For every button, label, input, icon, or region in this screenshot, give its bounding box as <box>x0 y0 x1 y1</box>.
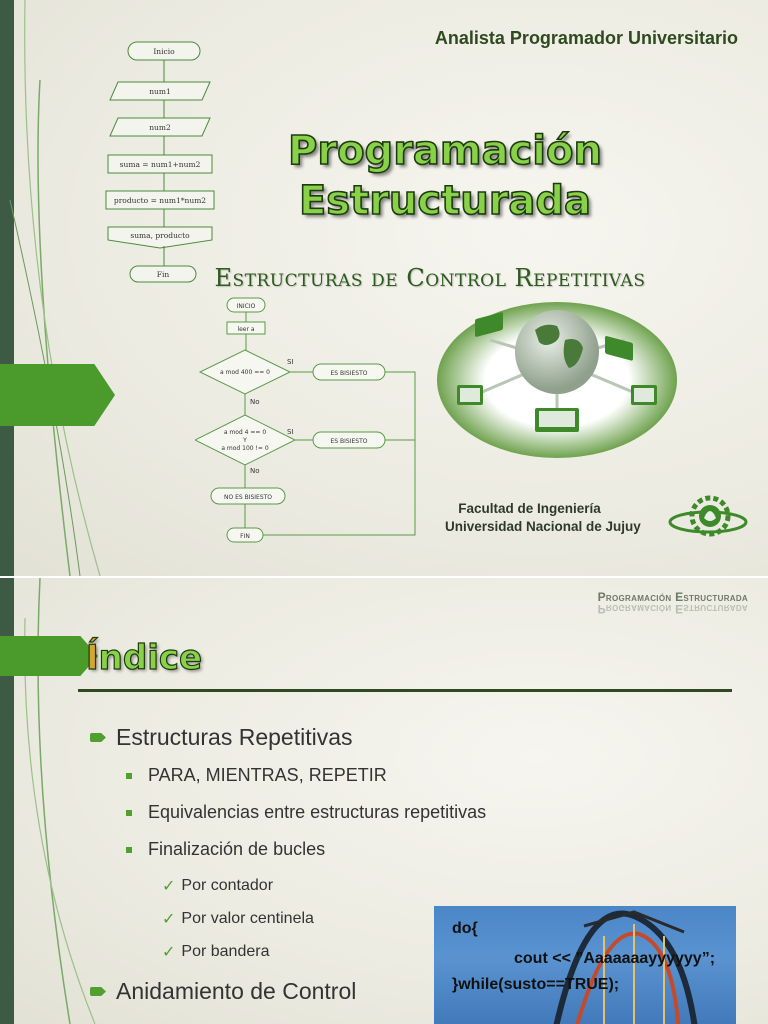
checkmark-icon: ✓ <box>162 944 176 961</box>
square-bullet-icon <box>126 846 132 853</box>
faculty-name: Facultad de Ingeniería <box>458 501 601 516</box>
flow2-res-yes1-text: ES BISIESTO <box>331 370 368 377</box>
flow1-op1-node <box>107 154 213 174</box>
checkmark-icon: ✓ <box>162 878 176 895</box>
flow2-yes2-label: SI <box>287 428 294 436</box>
index-slide: Programación Estructurada Programación E… <box>0 578 768 1024</box>
arrow-bullet-icon <box>90 733 106 742</box>
arrow-tab-accent <box>0 636 98 676</box>
title-underline <box>78 689 732 692</box>
list-item: Anidamiento de Control <box>90 978 356 1005</box>
list-item: ✓ Por contador <box>162 877 274 895</box>
code-line-3: }while(susto==TRUE); <box>452 976 620 993</box>
index-title-rest: ndice <box>98 637 203 678</box>
flow1-start-text: Inicio <box>153 47 175 56</box>
title-line-1: Programación <box>287 127 603 175</box>
sum-product-flowchart: Inicio num1 num2 suma = num1+num2 produc… <box>105 41 215 283</box>
slide-subtitle: Estructuras de Control Repetitivas <box>214 264 646 292</box>
flow2-res-no-node <box>210 487 286 505</box>
index-title-initial: Í <box>85 637 99 678</box>
program-name: Analista Programador Universitario <box>434 28 738 48</box>
list-item: Equivalencias entre estructuras repetiti… <box>126 802 486 823</box>
slide-footer-reflection: Programación Estructurada <box>597 602 748 616</box>
roller-coaster-code-image: do{ cout << ”Aaaaaaayyyyyy”; }while(sust… <box>434 906 736 1024</box>
faculty-info: Facultad de Ingeniería Universidad Nacio… <box>445 500 641 536</box>
flow2-yes1-label: SI <box>287 358 294 366</box>
index-title: Índice <box>85 637 203 678</box>
slide-title: Programación Estructurada <box>240 126 650 226</box>
flow1-op2-node <box>105 190 215 210</box>
flow2-end-text: FIN <box>240 533 250 540</box>
flow2-cond2a-text: a mod 4 == 0 <box>224 429 267 436</box>
globe-icon <box>515 310 599 394</box>
flow2-read-text: leer a <box>237 326 254 333</box>
flow2-no2-label: No <box>250 467 260 475</box>
flow1-end-node <box>129 265 197 283</box>
flow2-res-yes2-text: ES BISIESTO <box>331 438 368 445</box>
arrow-bullet-icon <box>90 987 106 996</box>
left-accent-bar <box>0 0 14 576</box>
list-item: ✓ Por bandera <box>162 943 270 961</box>
square-bullet-icon <box>126 809 132 816</box>
network-globe-illustration <box>437 302 677 458</box>
title-slide: Analista Programador Universitario Inici… <box>0 0 768 576</box>
flow2-no1-label: No <box>250 398 260 406</box>
flow1-output-text: suma, producto <box>130 231 190 240</box>
flow2-cond2c-text: a mod 100 != 0 <box>221 445 269 452</box>
list-item: ✓ Por valor centinela <box>162 910 314 928</box>
square-bullet-icon <box>126 772 132 779</box>
flow2-cond2b-text: Y <box>242 437 247 444</box>
decorative-curves <box>24 578 96 1024</box>
checkmark-icon: ✓ <box>162 911 176 928</box>
left-accent-bar <box>0 578 14 1024</box>
roller-coaster-icon <box>553 910 698 1024</box>
arrow-tab-accent <box>0 364 115 426</box>
flow1-output-node <box>107 226 213 249</box>
university-logo-icon <box>668 495 748 537</box>
flow2-start-text: INICIO <box>237 303 256 310</box>
flow1-op1-text: suma = num1+num2 <box>120 160 201 169</box>
list-item: Finalización de bucles <box>126 839 325 860</box>
slide-footer-label: Programación Estructurada <box>597 590 748 604</box>
flow1-end-text: Fin <box>157 270 170 279</box>
flow2-res-no-text: NO ES BISIESTO <box>224 494 272 501</box>
list-item: PARA, MIENTRAS, REPETIR <box>126 765 387 786</box>
university-name: Universidad Nacional de Jujuy <box>445 519 641 534</box>
flow2-cond1-text: a mod 400 == 0 <box>220 369 270 376</box>
title-line-2: Estructurada <box>298 177 592 225</box>
flow1-op2-text: producto = num1*num2 <box>114 196 206 205</box>
leap-year-flowchart: INICIO leer a a mod 400 == 0 ES BISIESTO… <box>195 297 416 543</box>
flow1-input2-text: num2 <box>149 123 171 132</box>
flow1-input1-text: num1 <box>149 87 171 96</box>
code-line-2: cout << ”Aaaaaaayyyyyy”; <box>514 950 716 967</box>
list-item: Estructuras Repetitivas <box>90 724 352 751</box>
code-line-1: do{ <box>452 920 478 937</box>
flow1-input2-node <box>109 117 211 137</box>
flow1-input1-node <box>109 81 211 101</box>
